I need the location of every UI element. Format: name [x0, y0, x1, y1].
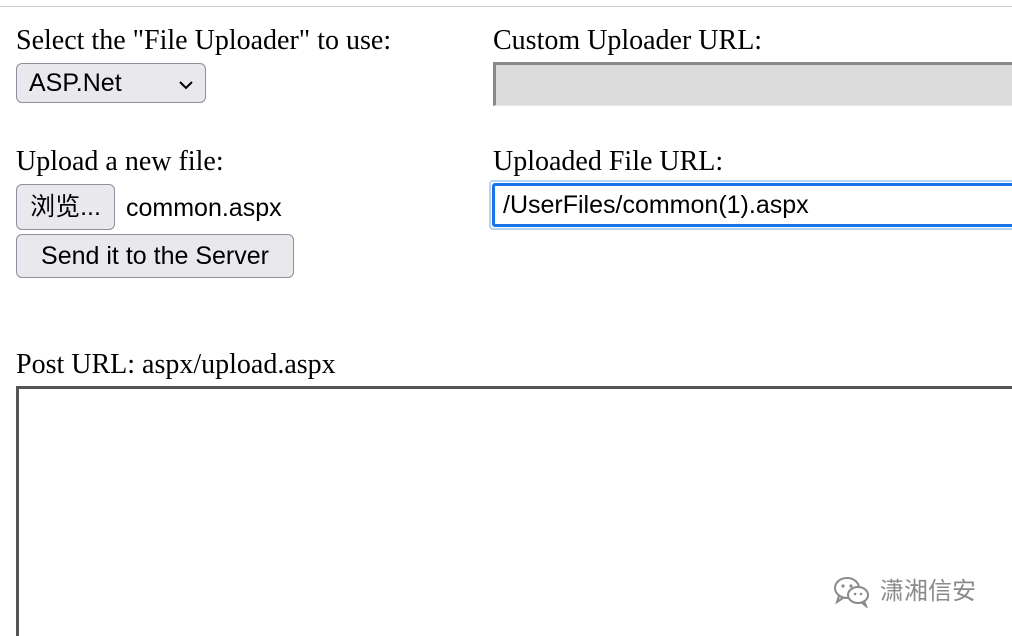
- browse-button[interactable]: 浏览...: [16, 184, 115, 230]
- uploaded-url-focus-ring: [489, 180, 1012, 230]
- watermark-text: 潇湘信安: [880, 577, 976, 605]
- selected-file-name: common.aspx: [126, 194, 282, 222]
- uploader-select-value: ASP.Net: [29, 69, 122, 97]
- uploaded-url-input[interactable]: /UserFiles/common(1).aspx: [492, 183, 1012, 227]
- send-to-server-button[interactable]: Send it to the Server: [16, 234, 294, 278]
- uploaded-url-label: Uploaded File URL:: [493, 146, 724, 177]
- upload-file-label: Upload a new file:: [16, 146, 224, 177]
- custom-uploader-label: Custom Uploader URL:: [493, 25, 763, 56]
- post-response-textarea[interactable]: [16, 386, 1012, 636]
- post-url-label: Post URL: aspx/upload.aspx: [16, 349, 336, 380]
- custom-uploader-url-input[interactable]: [493, 62, 1012, 106]
- uploader-select[interactable]: ASP.Net: [16, 63, 206, 103]
- chevron-down-icon: [179, 64, 193, 104]
- uploader-select-label: Select the "File Uploader" to use:: [16, 25, 392, 56]
- top-divider: [0, 6, 1012, 7]
- wechat-icon: [832, 574, 872, 610]
- watermark: 潇湘信安: [832, 574, 976, 610]
